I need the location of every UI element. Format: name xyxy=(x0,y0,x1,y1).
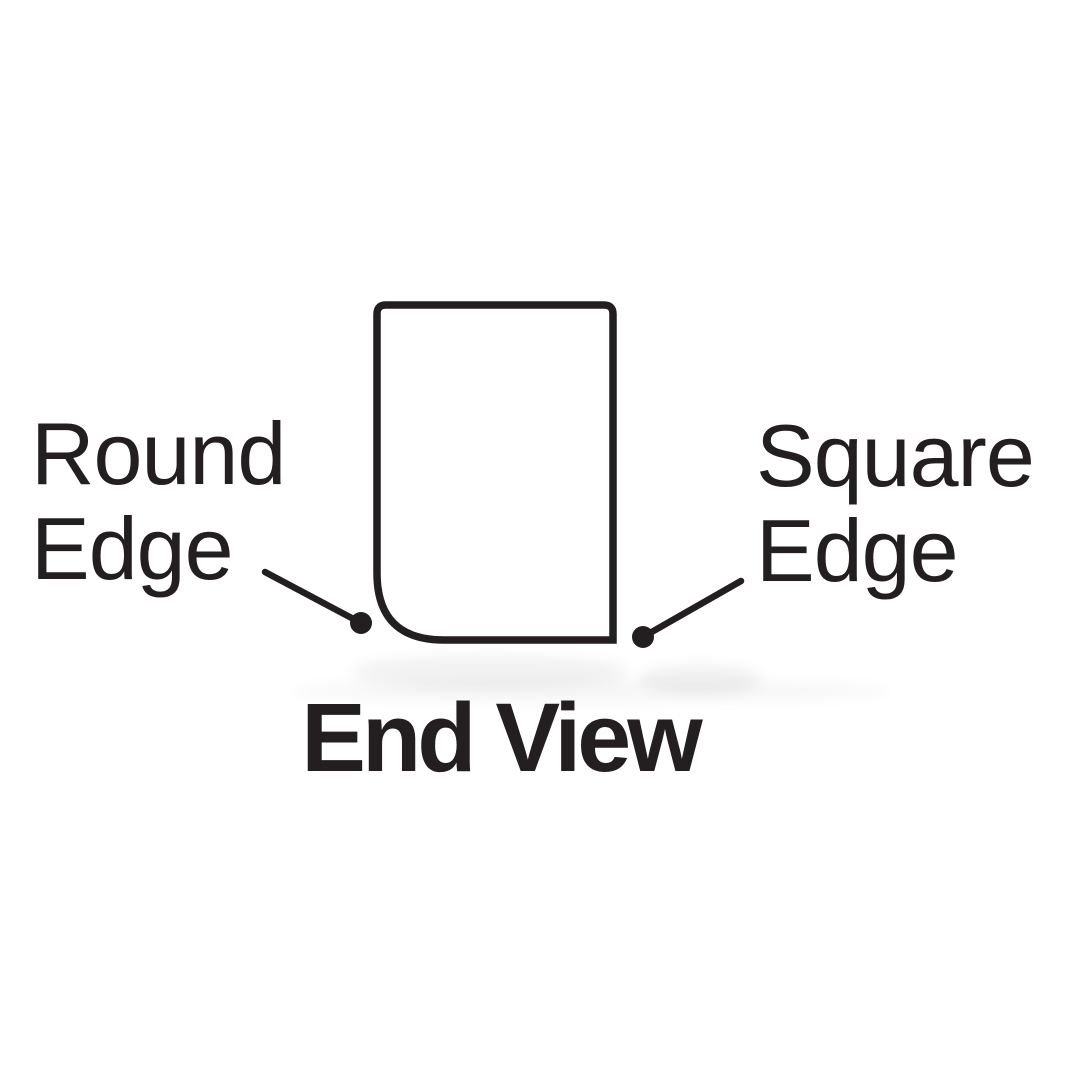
round-edge-leader-line xyxy=(261,568,365,627)
round-edge-label-line1: Round xyxy=(31,404,286,503)
round-edge-label: Round Edge xyxy=(31,404,286,598)
square-edge-leader-line xyxy=(639,577,745,641)
square-edge-label-line2: Edge xyxy=(756,501,959,600)
shadow-smudge-right xyxy=(638,664,762,694)
round-edge-callout xyxy=(261,568,372,634)
square-edge-callout-dot xyxy=(632,626,654,648)
shadow-artifacts xyxy=(350,655,762,694)
diagram-caption: End View xyxy=(301,683,702,792)
shadow-smudge-left xyxy=(350,655,630,689)
round-edge-callout-dot xyxy=(350,612,372,634)
square-edge-label-line1: Square xyxy=(756,406,1035,505)
square-edge-callout xyxy=(632,577,745,648)
square-edge-label: Square Edge xyxy=(756,406,1035,600)
profile-outline xyxy=(373,301,617,644)
round-edge-label-line2: Edge xyxy=(31,499,234,598)
